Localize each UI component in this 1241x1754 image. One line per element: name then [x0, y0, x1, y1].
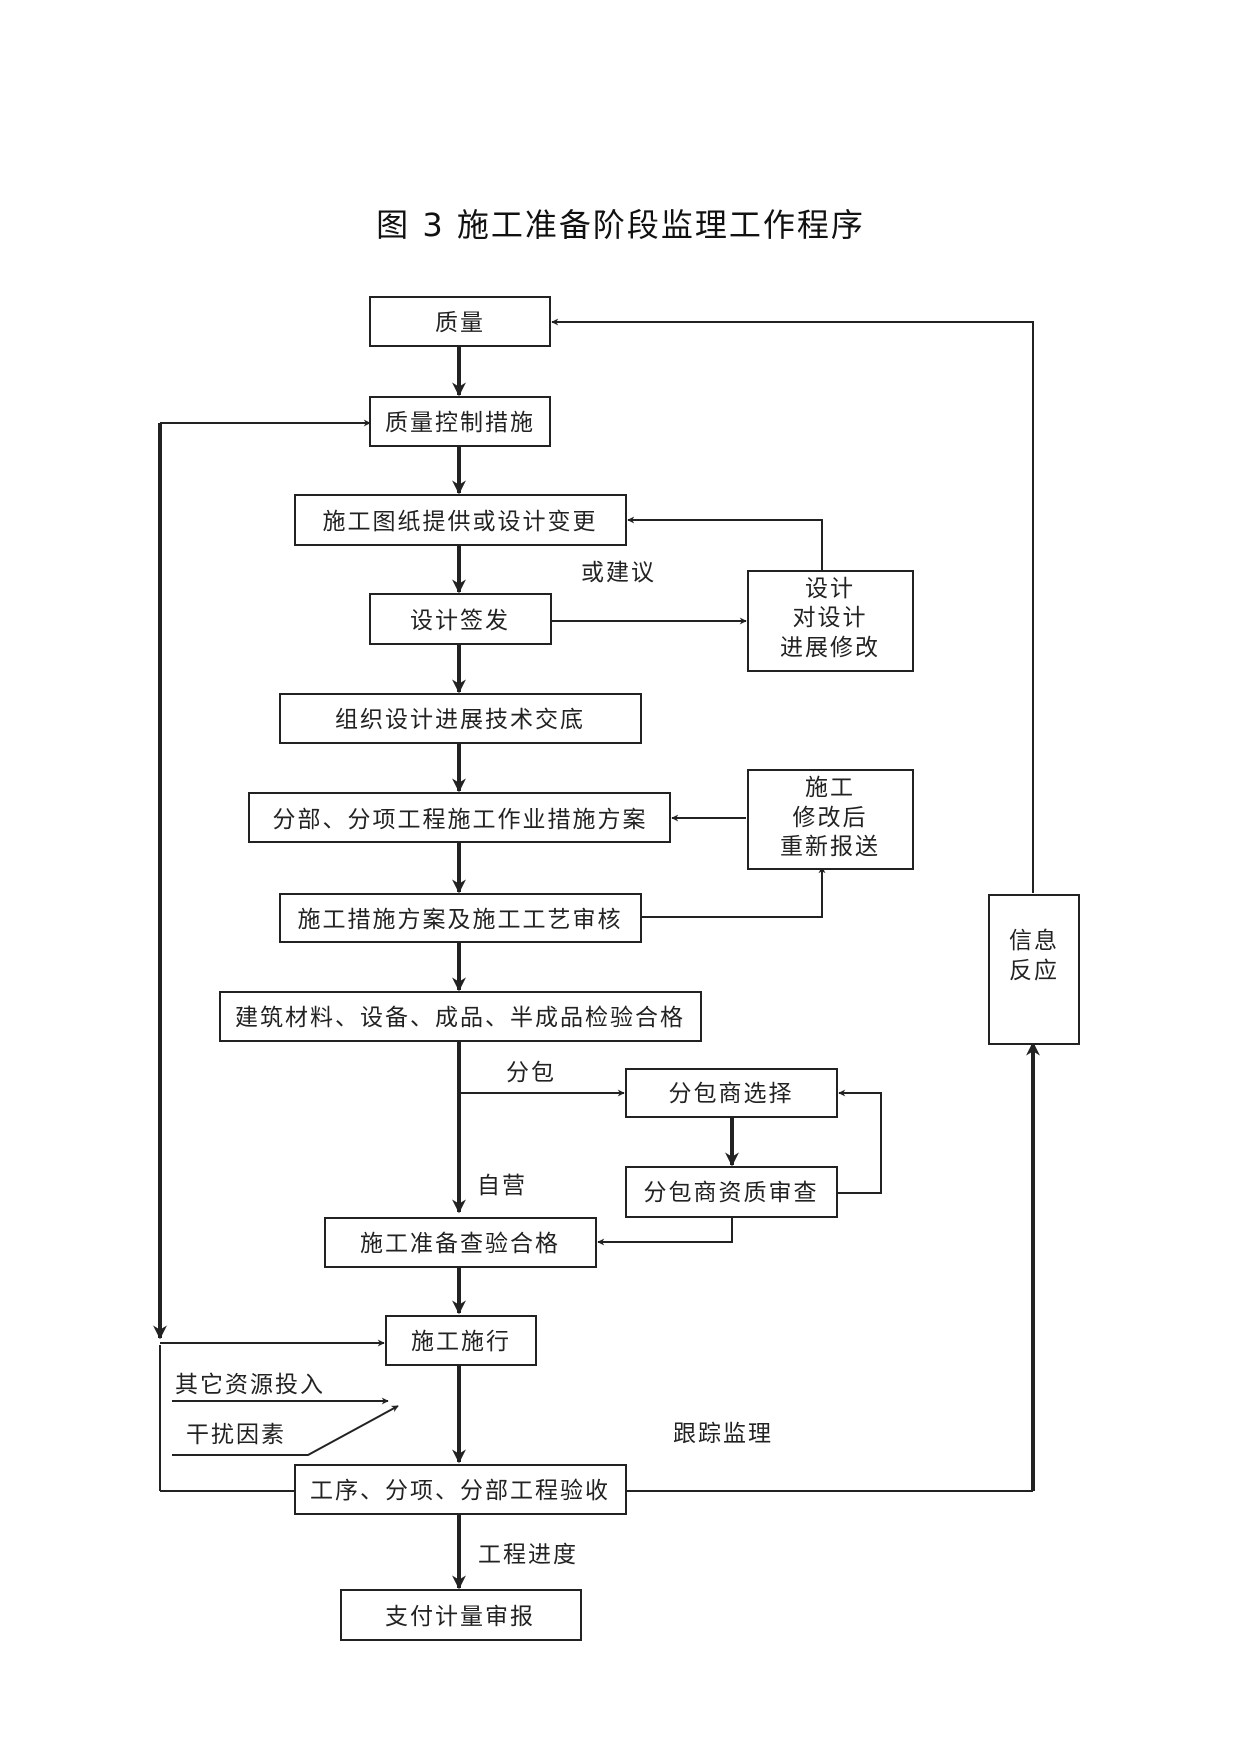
- node-contractor-resubmit-line1: 施工: [805, 775, 855, 801]
- node-quality-label: 质量: [435, 310, 485, 336]
- node-construction-label: 施工施行: [411, 1329, 511, 1355]
- node-design-revise-line3: 进展修改: [780, 635, 880, 661]
- arrow-design-revise-to-drawings: [627, 516, 823, 570]
- node-design-signoff: 设计签发: [369, 593, 552, 645]
- node-measure-review: 施工措施方案及施工工艺审核: [279, 893, 642, 943]
- node-feedback-line2: 反应: [1009, 958, 1059, 984]
- node-acceptance: 工序、分项、分部工程验收: [294, 1464, 627, 1515]
- node-acceptance-label: 工序、分项、分部工程验收: [310, 1478, 610, 1504]
- label-interference: 干扰因素: [186, 1422, 286, 1448]
- node-tech-briefing-label: 组织设计进展技术交底: [335, 707, 585, 733]
- node-quality-control-label: 质量控制措施: [385, 410, 535, 436]
- node-prep-check-label: 施工准备查验合格: [360, 1231, 560, 1257]
- node-contractor-resubmit-line3: 重新报送: [780, 834, 880, 860]
- node-tech-briefing: 组织设计进展技术交底: [279, 693, 642, 744]
- node-feedback: 信息 反应: [988, 894, 1080, 1045]
- node-design-revise-line2: 对设计: [793, 605, 868, 631]
- node-drawings: 施工图纸提供或设计变更: [294, 494, 627, 546]
- arrow-feedback-to-quality: [551, 318, 1034, 893]
- node-drawings-label: 施工图纸提供或设计变更: [323, 509, 598, 535]
- arrow-qualification-to-select: [837, 1089, 882, 1194]
- node-quality: 质量: [369, 296, 551, 347]
- node-subcontractor-select: 分包商选择: [625, 1068, 838, 1118]
- arrow-review-to-resubmit: [642, 866, 826, 918]
- node-sub-plan: 分部、分项工程施工作业措施方案: [248, 792, 671, 843]
- node-quality-control: 质量控制措施: [369, 396, 551, 447]
- node-payment-label: 支付计量审报: [385, 1604, 535, 1630]
- label-other-resources: 其它资源投入: [175, 1372, 325, 1398]
- node-contractor-resubmit-line2: 修改后: [793, 805, 868, 831]
- page-title: 图 3 施工准备阶段监理工作程序: [376, 206, 865, 244]
- node-subcontractor-qual: 分包商资质审查: [625, 1166, 838, 1218]
- label-self-operate: 自营: [477, 1173, 527, 1199]
- arrow-interference: [172, 1405, 399, 1456]
- node-sub-plan-label: 分部、分项工程施工作业措施方案: [273, 807, 648, 833]
- node-feedback-line1: 信息: [1009, 928, 1059, 954]
- node-design-revise-line1: 设计: [805, 576, 855, 602]
- node-design-revise: 设计 对设计 进展修改: [747, 570, 914, 672]
- node-payment: 支付计量审报: [340, 1589, 582, 1641]
- node-prep-check: 施工准备查验合格: [324, 1217, 597, 1268]
- arrow-qualification-to-prep: [597, 1217, 733, 1246]
- label-subcontract: 分包: [506, 1060, 556, 1086]
- node-material-check: 建筑材料、设备、成品、半成品检验合格: [219, 991, 702, 1042]
- node-material-check-label: 建筑材料、设备、成品、半成品检验合格: [235, 1005, 685, 1031]
- node-design-signoff-label: 设计签发: [410, 608, 510, 634]
- label-or-suggest: 或建议: [581, 560, 656, 586]
- node-subcontractor-select-label: 分包商选择: [669, 1081, 794, 1107]
- node-contractor-resubmit: 施工 修改后 重新报送: [747, 769, 914, 870]
- node-subcontractor-qual-label: 分包商资质审查: [644, 1180, 819, 1206]
- label-tracking: 跟踪监理: [673, 1421, 773, 1447]
- node-measure-review-label: 施工措施方案及施工工艺审核: [298, 907, 623, 933]
- node-construction: 施工施行: [385, 1315, 537, 1366]
- label-progress: 工程进度: [478, 1542, 578, 1568]
